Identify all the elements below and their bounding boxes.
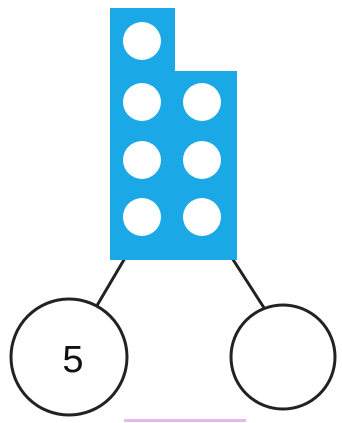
dot xyxy=(123,22,161,60)
right-part-circle[interactable] xyxy=(231,305,335,409)
right-connector-line xyxy=(232,258,268,314)
left-part-value: 5 xyxy=(62,339,83,381)
dot xyxy=(183,83,221,121)
bottom-accent-line xyxy=(124,419,246,422)
dot xyxy=(183,141,221,179)
right-column-dots xyxy=(183,83,221,236)
dot xyxy=(123,198,161,236)
dot xyxy=(183,198,221,236)
dot xyxy=(123,141,161,179)
dot xyxy=(123,83,161,121)
